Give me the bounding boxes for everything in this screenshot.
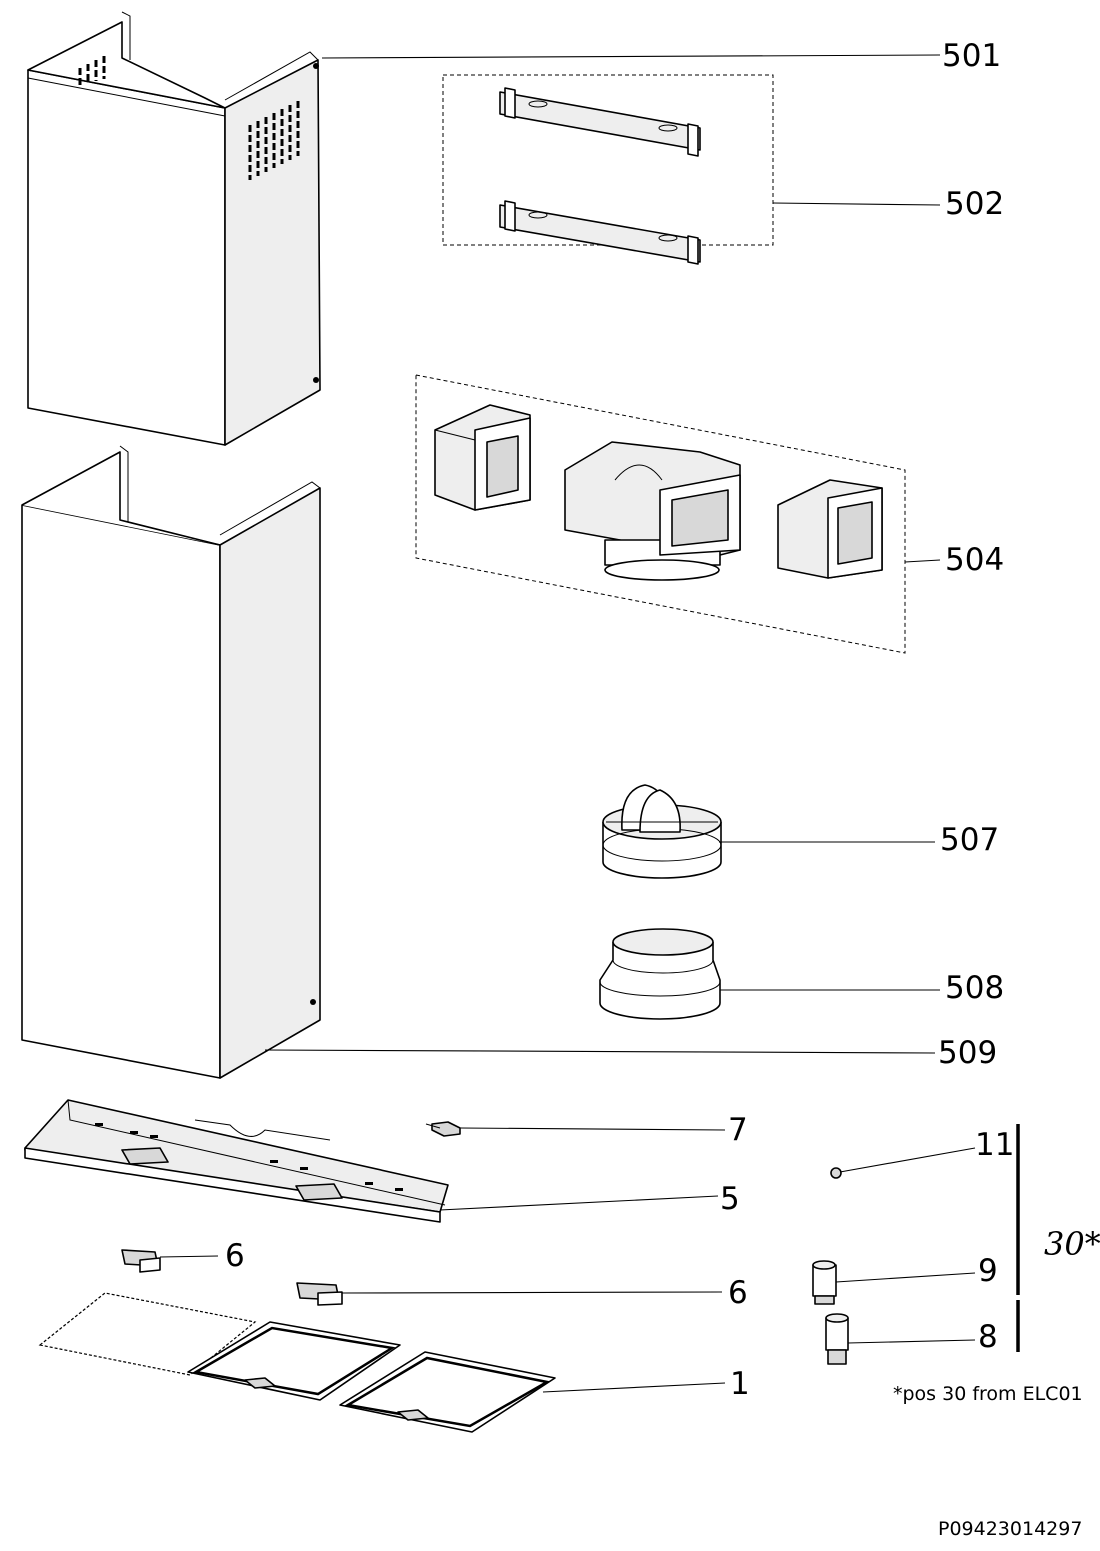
light-unit-8 <box>825 1313 849 1365</box>
label-508: 508 <box>945 970 1004 1006</box>
label-7: 7 <box>728 1112 748 1148</box>
duct-adapters-504 <box>415 374 906 654</box>
label-6-lower: 6 <box>728 1275 748 1311</box>
support-frame-5 <box>24 1099 449 1223</box>
label-6-upper: 6 <box>225 1238 245 1274</box>
clip-7 <box>425 1121 461 1137</box>
label-5: 5 <box>720 1181 740 1217</box>
duct-reducer-508 <box>599 928 721 1020</box>
label-1: 1 <box>730 1366 750 1402</box>
label-501: 501 <box>942 38 1001 74</box>
drawing-code: P09423014297 <box>938 1518 1082 1540</box>
label-507: 507 <box>940 822 999 858</box>
group-note-30: 30* <box>1044 1225 1100 1263</box>
lower-chimney-cover-509 <box>21 445 321 1079</box>
non-return-valve-507 <box>602 784 722 879</box>
filter-latch-6a <box>121 1249 161 1273</box>
label-504: 504 <box>945 542 1004 578</box>
screw-11 <box>830 1167 842 1179</box>
label-9: 9 <box>978 1253 998 1289</box>
upper-chimney-cover-501 <box>27 11 321 446</box>
label-502: 502 <box>945 186 1004 222</box>
footnote: *pos 30 from ELC01 <box>893 1383 1083 1405</box>
label-509: 509 <box>938 1035 997 1071</box>
mounting-brackets-502 <box>442 74 774 265</box>
light-unit-9 <box>812 1260 837 1305</box>
label-11: 11 <box>975 1127 1014 1163</box>
leader-lines <box>159 54 1020 1393</box>
filter-latch-6b <box>296 1282 343 1306</box>
label-8: 8 <box>978 1319 998 1355</box>
grease-filters-1 <box>38 1292 556 1433</box>
